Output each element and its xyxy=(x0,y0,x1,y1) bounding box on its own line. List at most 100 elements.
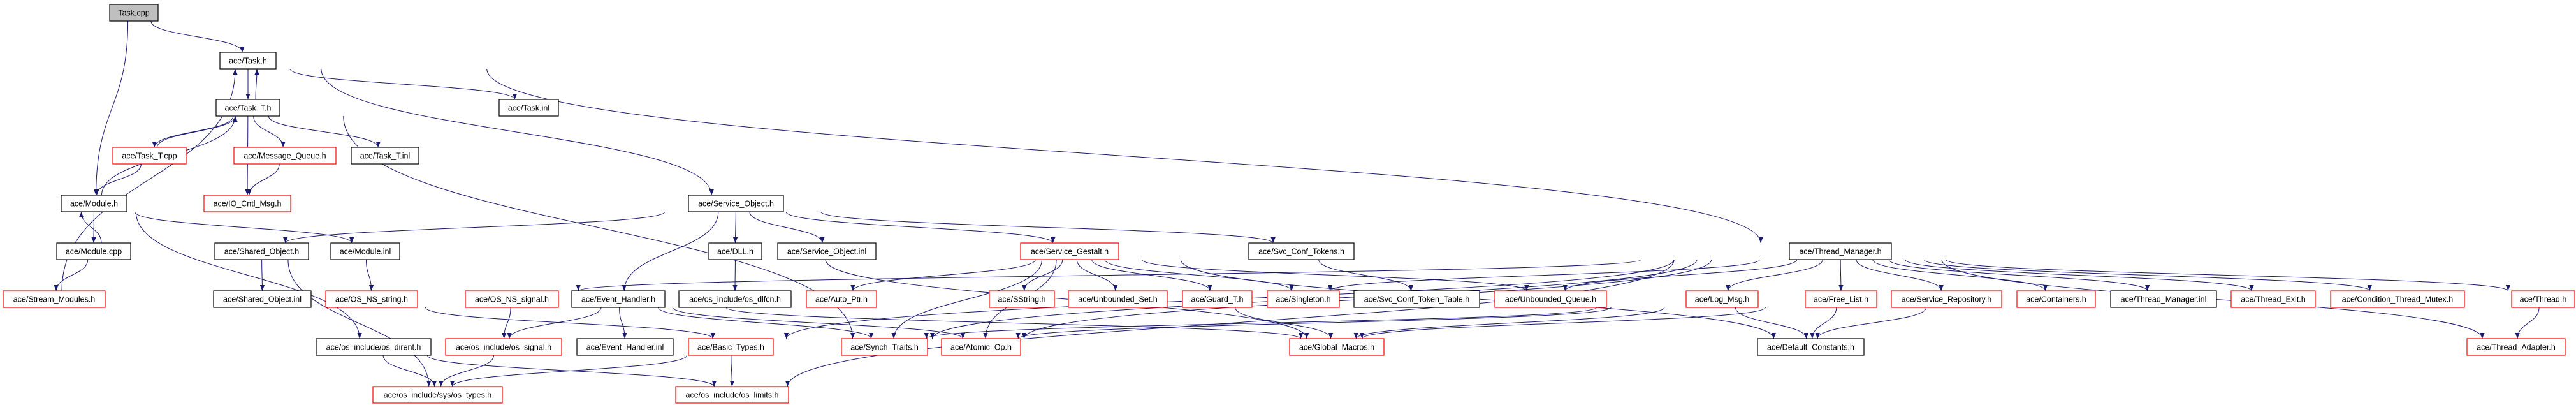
node-basic-types-h[interactable]: ace/Basic_Types.h xyxy=(688,338,774,356)
node-box xyxy=(498,99,559,117)
node-singleton-h[interactable]: ace/Singleton.h xyxy=(1267,290,1340,308)
node-dll-h[interactable]: ace/DLL.h xyxy=(708,242,762,260)
node-thread-adapter-h[interactable]: ace/Thread_Adapter.h xyxy=(2466,338,2566,356)
node-box xyxy=(316,338,432,356)
edge-module_cpp-to-module_h xyxy=(78,211,102,244)
edge-thread_manager_h-to-os_ns_signal_h xyxy=(576,259,1641,291)
node-box xyxy=(2330,290,2465,308)
node-atomic-op-h[interactable]: ace/Atomic_Op.h xyxy=(941,338,1021,356)
node-box xyxy=(445,338,562,356)
node-label: ace/DLL.h xyxy=(717,247,753,256)
edge-log_msg_h-to-global_macros_h xyxy=(1353,307,1665,339)
node-guard-t-h[interactable]: ace/Guard_T.h xyxy=(1182,290,1253,308)
node-task-t-h[interactable]: ace/Task_T.h xyxy=(215,99,280,117)
node-box xyxy=(1182,290,1253,308)
edge-service_object_h-to-shared_object_h xyxy=(283,211,666,244)
node-os-types-h[interactable]: ace/os_include/sys/os_types.h xyxy=(372,386,503,404)
node-module-cpp[interactable]: ace/Module.cpp xyxy=(56,242,131,260)
node-stream-modules-h[interactable]: ace/Stream_Modules.h xyxy=(3,290,106,308)
node-label: ace/os_include/sys/os_types.h xyxy=(384,391,492,400)
node-shared-object-inl[interactable]: ace/Shared_Object.inl xyxy=(213,290,312,308)
edge-service_gestalt_h-to-sstring_h xyxy=(1022,259,1063,291)
node-label: ace/Synch_Traits.h xyxy=(850,343,919,352)
node-containers-h[interactable]: ace/Containers.h xyxy=(2016,290,2096,308)
node-log-msg-h[interactable]: ace/Log_Msg.h xyxy=(1685,290,1759,308)
node-box xyxy=(941,338,1021,356)
node-module-h[interactable]: ace/Module.h xyxy=(61,195,127,212)
edge-svc_conf_tokens_h-to-svc_conf_token_table_h xyxy=(1318,259,1413,291)
node-free-list-h[interactable]: ace/Free_List.h xyxy=(1805,290,1877,308)
edge-service_object_h-to-svc_conf_tokens_h xyxy=(820,211,1276,244)
node-task-h[interactable]: ace/Task.h xyxy=(219,52,277,70)
node-os-signal-h[interactable]: ace/os_include/os_signal.h xyxy=(445,338,562,356)
node-auto-ptr-h[interactable]: ace/Auto_Ptr.h xyxy=(806,290,877,308)
node-os-ns-string-h[interactable]: ace/OS_NS_string.h xyxy=(325,290,418,308)
edge-shared_object_h-to-shared_object_inl xyxy=(259,259,265,291)
node-box xyxy=(233,147,337,165)
node-condition-thread-mutex-h[interactable]: ace/Condition_Thread_Mutex.h xyxy=(2330,290,2465,308)
node-os-limits-h[interactable]: ace/os_include/os_limits.h xyxy=(675,386,789,404)
node-box xyxy=(372,386,503,404)
node-box xyxy=(989,290,1055,308)
node-box xyxy=(675,386,789,404)
node-task-t-cpp[interactable]: ace/Task_T.cpp xyxy=(112,147,187,165)
node-os-dlfcn-h[interactable]: ace/os_include/os_dlfcn.h xyxy=(678,290,792,308)
node-box xyxy=(465,290,559,308)
node-thread-manager-inl[interactable]: ace/Thread_Manager.inl xyxy=(2110,290,2217,308)
node-global-macros-h[interactable]: ace/Global_Macros.h xyxy=(1289,338,1385,356)
node-svc-conf-tokens-h[interactable]: ace/Svc_Conf_Tokens.h xyxy=(1248,242,1355,260)
edge-thread_manager_h-to-singleton_h xyxy=(1328,259,1761,291)
node-box xyxy=(576,338,674,356)
node-task-inl[interactable]: ace/Task.inl xyxy=(498,99,559,117)
node-box xyxy=(214,242,309,260)
node-box xyxy=(841,338,928,356)
node-service-repository-h[interactable]: ace/Service_Repository.h xyxy=(1891,290,2002,308)
node-event-handler-h[interactable]: ace/Event_Handler.h xyxy=(571,290,666,308)
node-io-cntl-msg-h[interactable]: ace/IO_Cntl_Msg.h xyxy=(203,195,291,212)
node-service-object-inl[interactable]: ace/Service_Object.inl xyxy=(777,242,877,260)
node-box xyxy=(215,99,280,117)
node-synch-traits-h[interactable]: ace/Synch_Traits.h xyxy=(841,338,928,356)
edge-basic_types_h-to-os_types_h xyxy=(450,355,687,387)
edge-thread_manager_h-to-log_msg_h xyxy=(1726,259,1823,291)
node-event-handler-inl[interactable]: ace/Event_Handler.inl xyxy=(576,338,674,356)
node-module-inl[interactable]: ace/Module.inl xyxy=(330,242,400,260)
edge-service_repository_h-to-default_constants_h xyxy=(1815,307,1927,339)
node-box xyxy=(2230,290,2316,308)
node-service-gestalt-h[interactable]: ace/Service_Gestalt.h xyxy=(1020,242,1119,260)
node-service-object-h[interactable]: ace/Service_Object.h xyxy=(688,195,784,212)
node-label: ace/Thread_Adapter.h xyxy=(2477,343,2556,352)
node-sstring-h[interactable]: ace/SString.h xyxy=(989,290,1055,308)
node-label: ace/os_include/os_dlfcn.h xyxy=(689,295,781,304)
node-label: ace/Default_Constants.h xyxy=(1767,343,1854,352)
node-default-constants-h[interactable]: ace/Default_Constants.h xyxy=(1757,338,1865,356)
node-label: ace/Singleton.h xyxy=(1276,295,1330,304)
node-label: ace/Thread.h xyxy=(2520,295,2567,304)
node-message-queue-h[interactable]: ace/Message_Queue.h xyxy=(233,147,337,165)
node-svc-conf-token-table-h[interactable]: ace/Svc_Conf_Token_Table.h xyxy=(1353,290,1480,308)
node-box xyxy=(112,147,187,165)
node-os-dirent-h[interactable]: ace/os_include/os_dirent.h xyxy=(316,338,432,356)
node-label: ace/os_include/os_signal.h xyxy=(456,343,551,352)
edge-shared_object_h-to-os_types_h xyxy=(287,259,432,387)
node-label: ace/Basic_Types.h xyxy=(697,343,764,352)
node-box xyxy=(708,242,762,260)
node-shared-object-h[interactable]: ace/Shared_Object.h xyxy=(214,242,309,260)
node-unbounded-queue-h[interactable]: ace/Unbounded_Queue.h xyxy=(1494,290,1607,308)
node-thread-manager-h[interactable]: ace/Thread_Manager.h xyxy=(1789,242,1892,260)
edge-thread_manager_h-to-thread_exit_h xyxy=(1905,259,2254,291)
node-os-ns-signal-h[interactable]: ace/OS_NS_signal.h xyxy=(465,290,559,308)
node-thread-exit-h[interactable]: ace/Thread_Exit.h xyxy=(2230,290,2316,308)
node-unbounded-set-h[interactable]: ace/Unbounded_Set.h xyxy=(1068,290,1168,308)
node-label: ace/Svc_Conf_Tokens.h xyxy=(1258,247,1344,256)
node-box xyxy=(1757,338,1865,356)
node-task-cpp[interactable]: Task.cpp xyxy=(109,4,159,22)
edge-thread_manager_h-to-thread_manager_inl xyxy=(1888,259,2150,291)
node-box xyxy=(1068,290,1168,308)
node-label: ace/IO_Cntl_Msg.h xyxy=(214,200,282,209)
node-box xyxy=(1789,242,1892,260)
node-thread-h[interactable]: ace/Thread.h xyxy=(2511,290,2575,308)
node-box xyxy=(56,242,131,260)
node-task-t-inl[interactable]: ace/Task_T.inl xyxy=(351,147,419,165)
edge-task_h-to-service_object_h xyxy=(321,68,714,196)
